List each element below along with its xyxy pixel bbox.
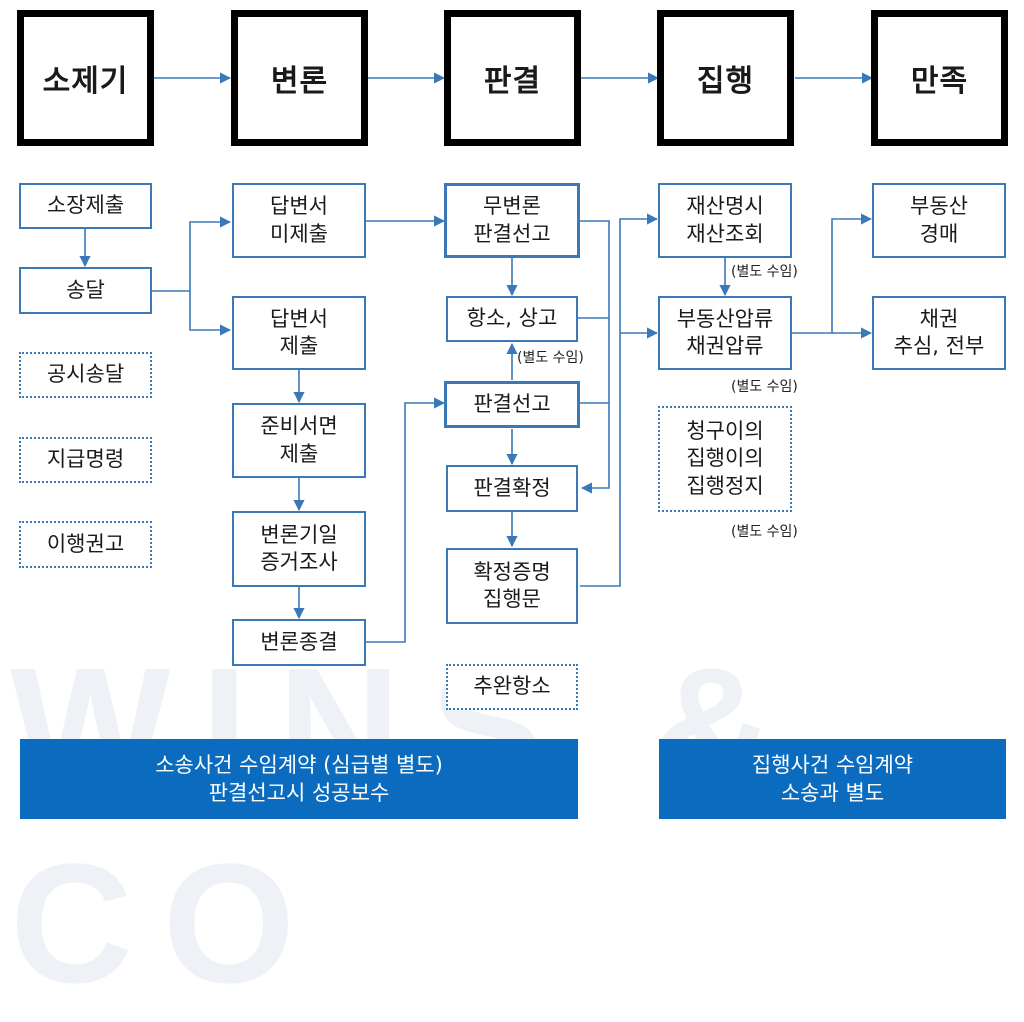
stage-filing: 소제기 <box>17 10 154 146</box>
banner-execution-contract: 집행사건 수임계약 소송과 별도 <box>659 739 1006 819</box>
box-closing-argument: 변론종결 <box>232 619 366 666</box>
box-no-answer: 답변서 미제출 <box>232 183 366 258</box>
box-answer-submitted: 답변서 제출 <box>232 296 366 370</box>
banner-litigation-contract: 소송사건 수임계약 (심급별 별도) 판결선고시 성공보수 <box>20 739 578 819</box>
box-claim-collection: 채권 추심, 전부 <box>872 296 1006 370</box>
stage-judgment: 판결 <box>444 10 581 146</box>
box-objection-stay: 청구이의 집행이의 집행정지 <box>658 406 792 512</box>
box-real-estate-auction: 부동산 경매 <box>872 183 1006 258</box>
box-hearing-evidence: 변론기일 증거조사 <box>232 511 366 587</box>
box-late-appeal: 추완항소 <box>446 664 578 710</box>
note-disclosure-separate: (별도 수임) <box>731 264 798 280</box>
connector-lines <box>79 72 874 643</box>
box-performance-recommendation: 이행권고 <box>19 521 152 568</box>
box-seizure: 부동산압류 채권압류 <box>658 296 792 370</box>
stage-pleading: 변론 <box>231 10 368 146</box>
box-appeal: 항소, 상고 <box>446 296 578 342</box>
box-complaint-filing: 소장제출 <box>19 183 152 229</box>
note-objection-separate: (별도 수임) <box>731 524 798 540</box>
box-default-judgment: 무변론 판결선고 <box>444 183 580 258</box>
note-appeal-separate: (별도 수임) <box>517 350 584 366</box>
box-preparatory-brief: 준비서면 제출 <box>232 403 366 478</box>
box-payment-order: 지급명령 <box>19 437 152 483</box>
stage-satisfaction: 만족 <box>871 10 1008 146</box>
box-public-service: 공시송달 <box>19 352 152 398</box>
box-service: 송달 <box>19 267 152 314</box>
stage-execution: 집행 <box>657 10 794 146</box>
note-seizure-separate: (별도 수임) <box>731 379 798 395</box>
box-judgment: 판결선고 <box>444 381 580 428</box>
box-asset-disclosure: 재산명시 재산조회 <box>658 183 792 258</box>
box-judgment-finalized: 판결확정 <box>446 465 578 512</box>
box-certificate-execution: 확정증명 집행문 <box>446 548 578 624</box>
